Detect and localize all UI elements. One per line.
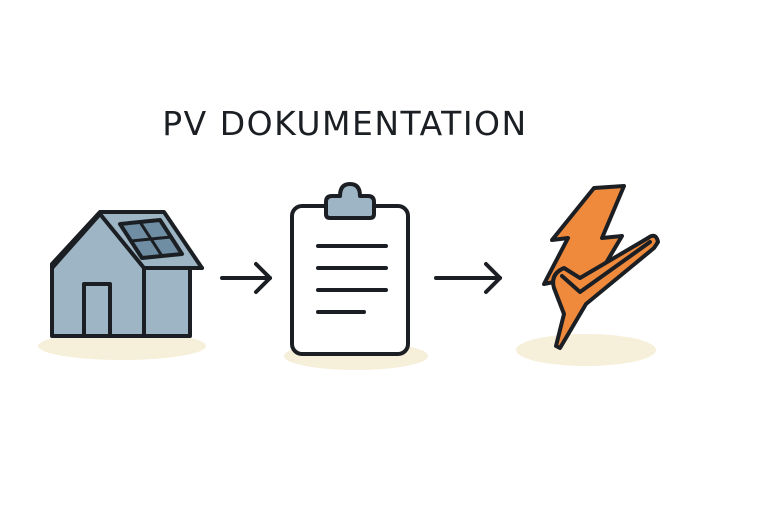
- diagram-title: PV DOKUMENTATION: [162, 104, 528, 143]
- house-icon: [36, 200, 226, 368]
- arrow-right-icon: [432, 258, 508, 298]
- lightning-check-icon: [510, 180, 670, 376]
- arrow-right-icon: [218, 258, 278, 298]
- clipboard-icon: [266, 178, 436, 374]
